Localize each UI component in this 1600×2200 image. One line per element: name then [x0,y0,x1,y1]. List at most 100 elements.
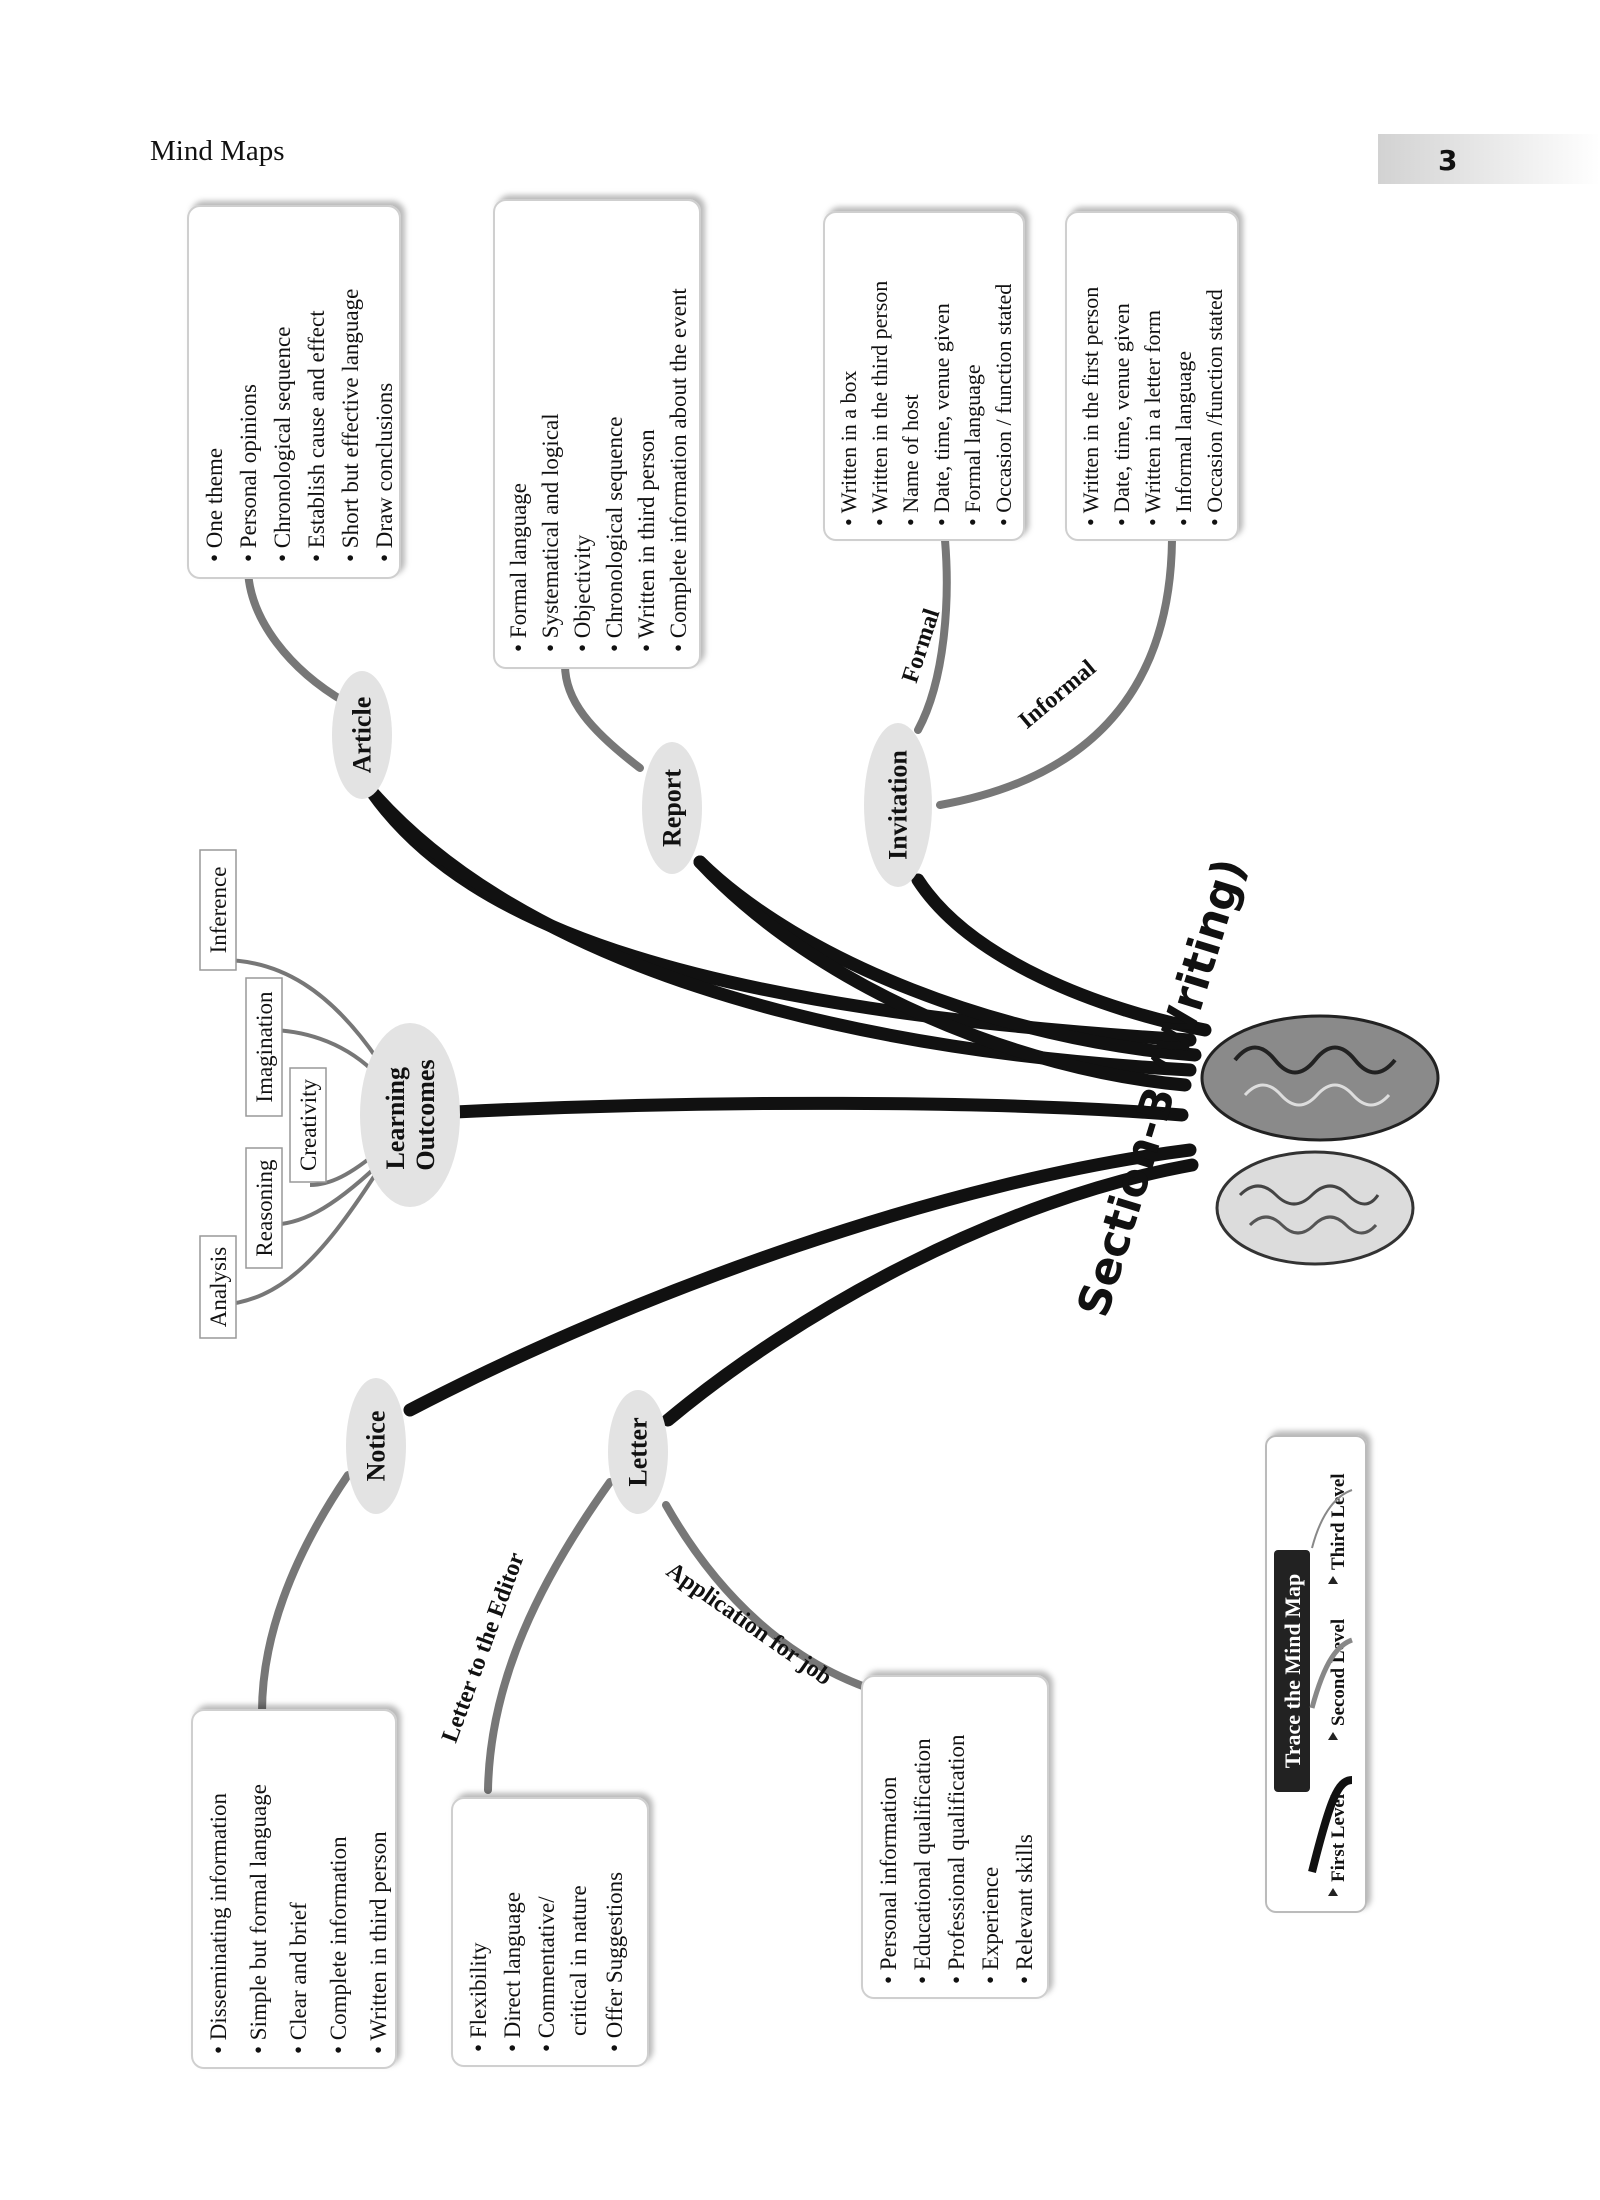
lo-analysis-label: Analysis [206,1247,231,1328]
legend-title: Trace the Mind Map [1280,1574,1305,1769]
conn-report-box [561,661,644,772]
branch-extra-2 [693,855,1192,1092]
conn-notice-box [258,1471,352,1716]
lo-inference-box: Inference [199,849,237,971]
label-informal: Informal [1014,655,1101,734]
lo-reasoning-label: Reasoning [252,1159,277,1257]
legend-box: Trace the Mind Map First Level Second Le… [1265,1435,1367,1913]
learning-outcomes-line-2: Outcomes [411,1059,440,1170]
lo-imagination-box: Imagination [245,977,283,1117]
brain-fold [1248,1215,1378,1235]
conn-invitation-formal [914,536,951,734]
report-point: • Written in third person [634,429,659,652]
notice-point: • Complete information [326,1836,351,2054]
notice-points-box: • Disseminating information • Simple but… [191,1709,397,2069]
invitation-informal-point: • Date, time, venue given [1109,303,1134,526]
letter-job-point: • Personal information [876,1776,901,1984]
label-application-for-job: Application for job [661,1558,836,1691]
lo-creativity-box: Creativity [289,1067,327,1183]
branch-letter [661,1158,1199,1427]
report-point: • Chronological sequence [602,417,627,652]
letter-editor-point-cont: critical in nature [566,1885,591,2036]
main-branches [365,785,1212,1427]
notice-point: • Written in third person [366,1831,391,2054]
conn-imagination [267,1028,374,1072]
letter-editor-point: • Direct language [500,1892,525,2052]
legend-arrow-icon [1328,1576,1338,1584]
node-invitation-label: Invitation [884,750,913,860]
legend-second-level-swatch [1309,1637,1353,1709]
article-point: • Short but effective language [338,289,363,562]
lo-inference-label: Inference [206,867,231,954]
article-point: • Establish cause and effect [304,310,329,562]
conn-invitation-informal [936,536,1176,809]
brain-fold [1243,1083,1391,1107]
invitation-informal-box: • Written in the first person • Date, ti… [1065,211,1239,541]
report-points-box: • Formal language • Systematical and log… [493,199,701,669]
node-report-label: Report [658,769,687,847]
letter-job-point: • Professional qualification [944,1734,969,1984]
notice-point: • Disseminating information [206,1792,231,2054]
node-notice-label: Notice [362,1411,391,1482]
branch-article [365,785,1197,1047]
second-branches [244,536,1176,1794]
article-point: • One theme [202,448,227,562]
letter-editor-point: • Commentative/ [534,1896,559,2052]
legend-level-second: Second Level [1328,1619,1349,1726]
invitation-formal-point: • Occasion / function stated [991,284,1016,526]
invitation-formal-point: • Written in the third person [867,281,892,526]
conn-letter-job [662,1501,872,1692]
invitation-formal-box: • Written in a box • Written in the thir… [823,211,1025,541]
branch-invitation [911,873,1212,1037]
node-invitation: Invitation [864,723,932,887]
legend-first-level-swatch [1308,1776,1353,1873]
article-point: • Chronological sequence [270,327,295,562]
box-bg [187,205,401,579]
brain-fold [1233,1045,1397,1075]
box-bg [493,199,701,669]
box-bg [451,1797,649,2067]
conn-analysis [221,1173,377,1307]
conn-article-box [244,566,349,706]
letter-job-point: • Experience [978,1867,1003,1984]
article-point: • Personal opinions [236,384,261,562]
conn-letter-editor [484,1478,614,1794]
node-letter: Letter [608,1390,668,1514]
brain-upper-hemisphere [1200,1014,1440,1142]
letter-editor-points-box: • Flexibility • Direct language • Commen… [451,1797,649,2067]
report-point: • Objectivity [570,534,595,652]
box-bg [861,1675,1049,1999]
page-number: 3 [1438,144,1457,177]
letter-editor-point: • Flexibility [466,1942,491,2052]
legend-level-first: First Level [1328,1794,1349,1882]
branch-learning-outcomes [448,1096,1189,1122]
invitation-formal-point: • Name of host [898,394,923,526]
article-point: • Draw conclusions [372,383,397,562]
letter-job-point: • Relevant skills [1012,1834,1037,1984]
node-letter-label: Letter [624,1417,653,1486]
lo-reasoning-box: Reasoning [245,1147,283,1269]
invitation-informal-point: • Occasion /function stated [1202,289,1227,526]
letter-job-points-box: • Personal information • Educational qua… [861,1675,1049,1999]
legend-title-bg [1274,1550,1310,1792]
conn-inference [221,958,380,1062]
lo-imagination-label: Imagination [252,991,277,1103]
page-number-tab [1378,134,1600,184]
report-point: • Systematical and logical [538,413,563,652]
lo-creativity-label: Creativity [296,1079,321,1171]
invitation-informal-point: • Written in a letter form [1140,310,1165,526]
box-bg [823,211,1025,541]
invitation-formal-point: • Date, time, venue given [929,303,954,526]
legend-arrow-icon [1328,1888,1338,1896]
box-bg [1065,211,1239,541]
node-learning-outcomes: Learning Outcomes [360,1023,460,1207]
learning-outcomes-line-1: Learning [381,1067,410,1170]
report-point: • Formal language [506,483,531,652]
invitation-informal-point: • Informal language [1171,351,1196,526]
node-notice: Notice [346,1378,406,1514]
node-report: Report [642,742,702,874]
brain-fold [1238,1184,1380,1206]
node-article: Article [332,671,392,799]
invitation-informal-point: • Written in the first person [1078,287,1103,526]
